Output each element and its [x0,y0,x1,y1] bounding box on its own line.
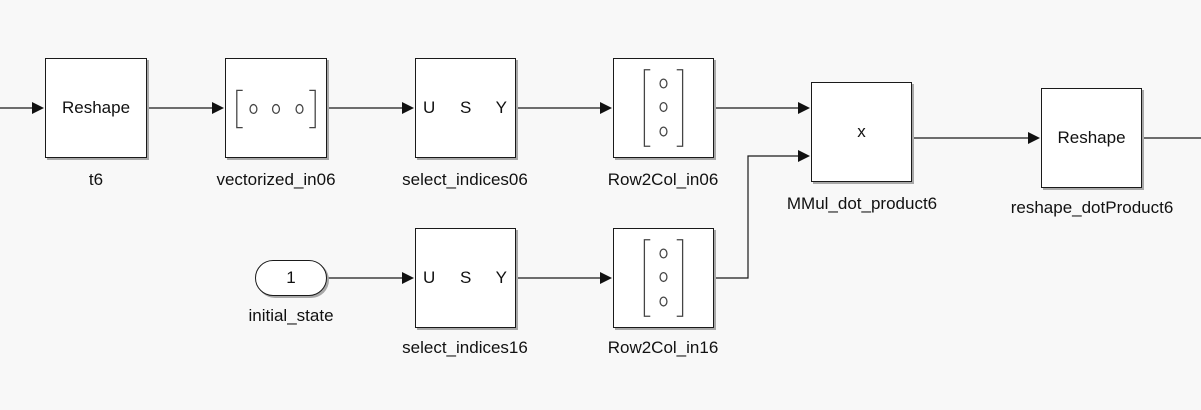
signal-line-row2col16-to-mmul[interactable] [714,155,798,279]
reshape-block-dot-product[interactable]: Reshape [1041,88,1142,188]
selector-center-label: S [460,268,472,287]
selector-input-port-label: U [423,268,436,287]
row2col-block-16[interactable] [613,228,714,328]
block-label-select-indices06[interactable]: select_indices06 [402,170,528,189]
arrowhead [402,102,414,114]
block-label-reshape-dot-product6[interactable]: reshape_dotProduct6 [1010,198,1174,217]
block-label-row2col-in06[interactable]: Row2Col_in06 [607,170,719,189]
block-label-row2col-in16[interactable]: Row2Col_in16 [607,338,719,357]
reshape-block-text: Reshape [61,98,131,117]
column-vector-bracket-icon [643,69,684,147]
arrowhead [798,102,810,114]
block-label-t6[interactable]: t6 [88,170,104,189]
arrowhead [1028,132,1040,144]
selector-block-06[interactable]: U S Y [415,58,516,158]
selector-output-port-label: Y [495,98,507,117]
inport-number: 1 [286,268,296,287]
arrowhead [600,272,612,284]
row2col-block-06[interactable] [613,58,714,158]
arrowhead [32,102,44,114]
arrowhead [600,102,612,114]
multiply-symbol: x [857,122,866,141]
arrowhead [402,272,414,284]
arrowhead [798,150,810,162]
vector-concatenate-block[interactable] [225,58,327,158]
selector-block-16[interactable]: U S Y [415,228,516,328]
matrix-multiply-block[interactable]: x [811,82,912,182]
selector-center-label: S [460,98,472,117]
block-label-vectorized-in06[interactable]: vectorized_in06 [216,170,336,189]
arrowhead [212,102,224,114]
selector-input-port-label: U [423,98,436,117]
block-label-select-indices16[interactable]: select_indices16 [402,338,528,357]
horizontal-vector-bracket-icon [236,89,316,129]
inport-block-initial-state[interactable]: 1 [255,260,327,296]
reshape-block-t6[interactable]: Reshape [45,58,147,158]
column-vector-bracket-icon [643,239,684,317]
block-label-initial-state[interactable]: initial_state [248,306,334,325]
selector-output-port-label: Y [495,268,507,287]
block-label-mmul-dot-product6[interactable]: MMul_dot_product6 [786,194,938,213]
reshape-block-text: Reshape [1057,128,1126,147]
